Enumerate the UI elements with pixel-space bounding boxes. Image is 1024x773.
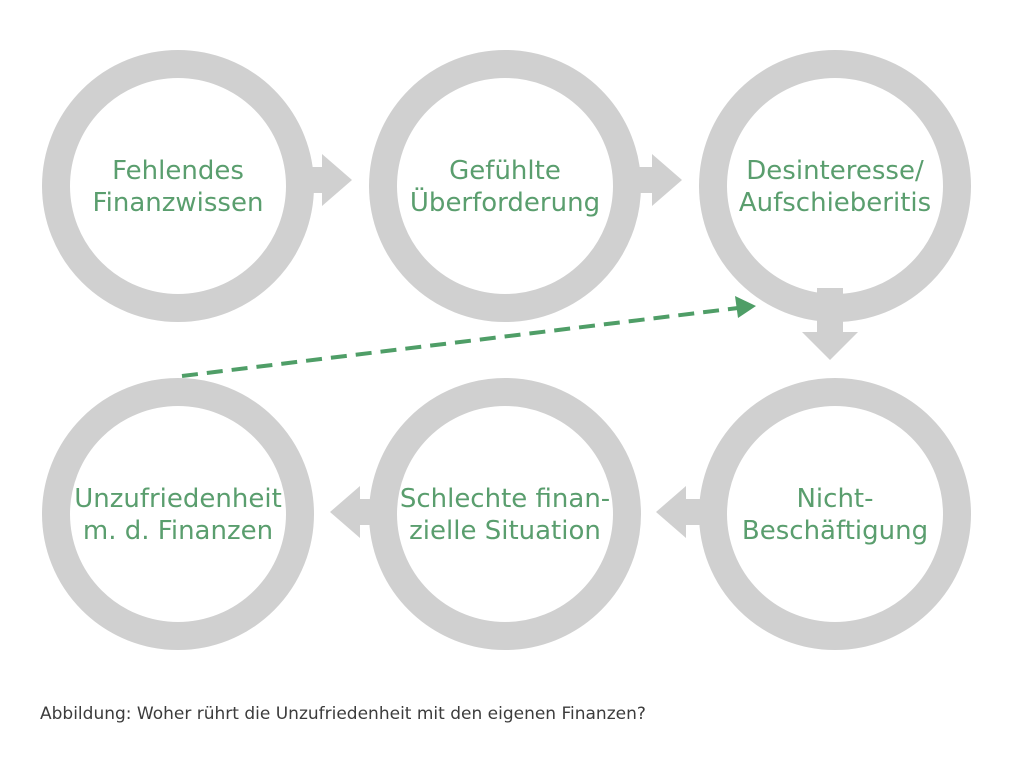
ring-5	[369, 378, 641, 650]
node-label-line: Schlechte finan-	[400, 484, 610, 514]
flow-arrow-5-6	[330, 486, 394, 538]
node-label-line: Aufschieberitis	[739, 188, 931, 218]
node-label-line: Nicht-	[796, 484, 873, 514]
flow-arrow-1-2	[290, 154, 352, 206]
node-label-nicht-beschaeftigung: Nicht-Beschäftigung	[742, 484, 928, 546]
figure-caption: Abbildung: Woher rührt die Unzufriedenhe…	[40, 704, 646, 724]
node-label-line: Desinteresse/	[746, 156, 924, 186]
node-label-line: Überforderung	[410, 186, 600, 218]
ring-1	[42, 50, 314, 322]
node-label-schlechte-finanzielle-situation: Schlechte finan-zielle Situation	[400, 484, 610, 546]
dashed-arrow-layer	[181, 296, 756, 378]
node-label-line: Finanzwissen	[93, 188, 264, 218]
node-label-line: Gefühlte	[449, 156, 561, 186]
ring-3	[699, 50, 971, 322]
arrows-layer	[290, 154, 858, 538]
node-label-line: Unzufriedenheit	[74, 484, 282, 514]
ring-6	[42, 378, 314, 650]
ring-4	[699, 378, 971, 650]
flow-arrow-3-4	[802, 288, 858, 360]
node-label-line: Beschäftigung	[742, 516, 928, 546]
node-label-line: zielle Situation	[409, 516, 601, 546]
feedback-arrowhead	[735, 296, 756, 318]
node-label-line: Fehlendes	[112, 156, 244, 186]
node-label-desinteresse-aufschieberitis: Desinteresse/Aufschieberitis	[739, 156, 931, 218]
flow-arrow-2-3	[618, 154, 682, 206]
flow-arrow-4-5	[656, 486, 722, 538]
feedback-dashed-line	[181, 306, 739, 378]
ring-2	[369, 50, 641, 322]
node-label-line: m. d. Finanzen	[83, 516, 273, 546]
